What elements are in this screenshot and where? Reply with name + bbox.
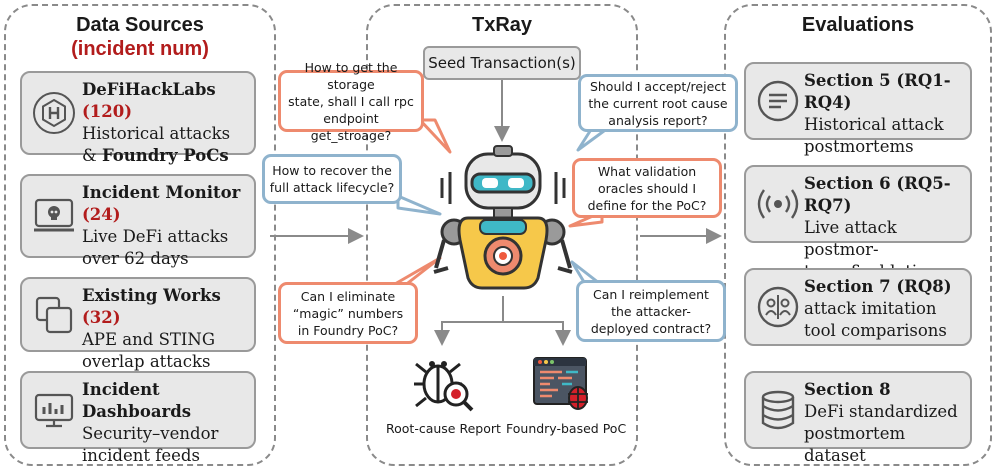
eval-desc-line: attack imitation (804, 299, 937, 318)
list-circle-icon (756, 79, 800, 123)
txray-title: TxRay (471, 14, 533, 36)
code-bug-icon (533, 357, 588, 410)
source-card-defihacklabs: DeFiHackLabs (120) Historical attacks & … (20, 71, 256, 165)
source-card-incident-dashboards: Incident Dashboards Security–vendor inci… (20, 371, 256, 465)
eval-section-title: Section 5 (RQ1-RQ4) (804, 71, 951, 112)
eval-desc-line: tool comparisons (804, 321, 947, 340)
source-name: Existing Works (82, 286, 221, 305)
eval-desc-line: Live attack postmor- (804, 218, 897, 259)
source-desc-line: APE and STING (82, 330, 216, 349)
hexagon-h-icon (32, 91, 76, 135)
monitor-skull-icon (32, 194, 76, 238)
eval-card-section-5: Section 5 (RQ1-RQ4) Historical attack po… (744, 62, 972, 156)
incident-count: (24) (82, 205, 121, 224)
eval-card-section-7: Section 7 (RQ8) attack imitation tool co… (744, 268, 972, 346)
output-label-root-cause: Root-cause Report (386, 421, 501, 436)
dashboard-monitor-icon (32, 388, 76, 432)
source-name: Incident Monitor (82, 183, 241, 202)
evaluations-title: Evaluations (801, 14, 915, 36)
source-desc-line: Security–vendor (82, 424, 219, 443)
database-icon (756, 388, 800, 432)
source-desc-line: Historical attacks (82, 124, 231, 143)
broadcast-icon (756, 182, 800, 226)
source-desc-prefix: & (82, 146, 102, 165)
people-circle-icon (756, 285, 800, 329)
source-desc-line: over 62 days (82, 249, 189, 268)
eval-section-title: Section 7 (RQ8) (804, 277, 952, 296)
eval-desc-line: postmortems (804, 137, 914, 156)
eval-desc-line: postmortem dataset (804, 424, 906, 465)
source-desc-bold: Foundry PoCs (101, 146, 229, 165)
source-desc-line: Live DeFi attacks (82, 227, 229, 246)
eval-section-title: Section 6 (RQ5-RQ7) (804, 174, 951, 215)
source-desc-line: overlap attacks (82, 352, 211, 371)
data-sources-title: Data Sources (76, 14, 204, 36)
txray-robot-icon (433, 145, 573, 290)
incident-count: (120) (82, 102, 133, 121)
evaluations-panel (724, 4, 992, 466)
bug-magnifier-icon (414, 361, 474, 412)
source-desc-line: incident feeds (82, 446, 200, 465)
eval-desc-line: DeFi standardized (804, 402, 958, 421)
source-name: Incident Dashboards (82, 380, 192, 421)
overlap-squares-icon (32, 293, 76, 337)
data-sources-subtitle: (incident num) (71, 38, 209, 60)
txray-panel (366, 4, 638, 466)
eval-desc-line: Historical attack (804, 115, 944, 134)
source-card-incident-monitor: Incident Monitor (24) Live DeFi attacks … (20, 174, 256, 268)
seed-transaction-box: Seed Transaction(s) (423, 46, 581, 80)
eval-card-section-8: Section 8 DeFi standardized postmortem d… (744, 371, 972, 465)
source-name: DeFiHackLabs (82, 80, 216, 99)
eval-section-title: Section 8 (804, 380, 891, 399)
output-label-foundry-poc: Foundry-based PoC (506, 421, 627, 436)
source-card-existing-works: Existing Works (32) APE and STING overla… (20, 277, 256, 371)
eval-card-section-6: Section 6 (RQ5-RQ7) Live attack postmor-… (744, 165, 972, 281)
incident-count: (32) (82, 308, 121, 327)
